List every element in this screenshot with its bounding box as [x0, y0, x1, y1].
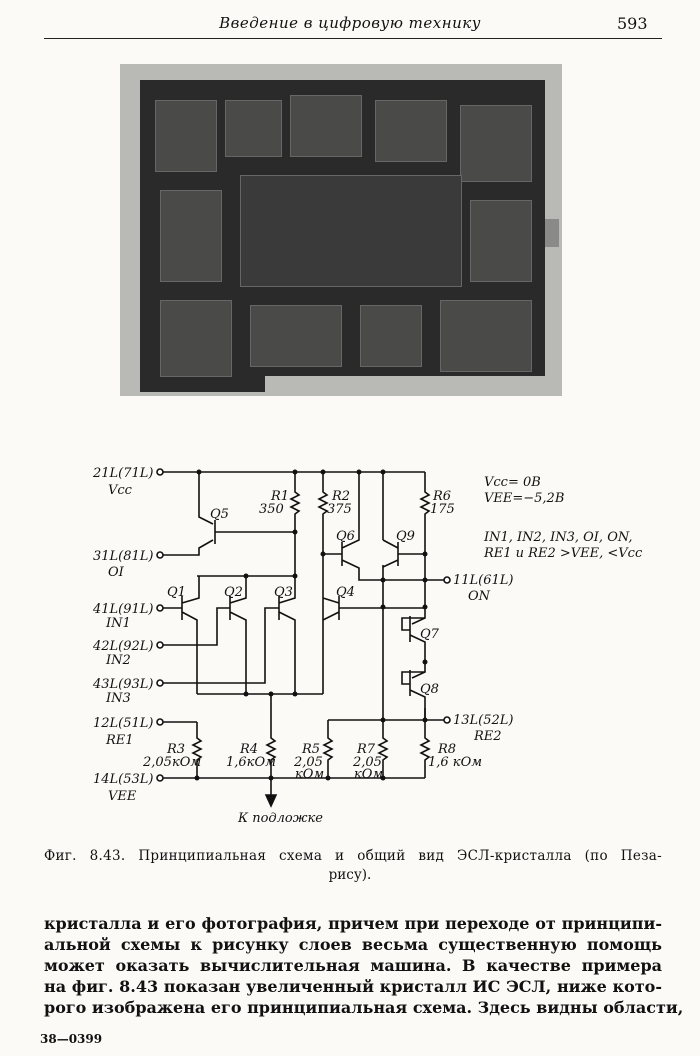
q5-label: Q5 [210, 507, 229, 522]
pin-in1-id: 41L(91L) [92, 602, 154, 617]
pin-vee-name: VEE [108, 789, 137, 804]
body-line: рого изображена его принципиальная схема… [44, 998, 684, 1017]
pin-oi-id: 31L(81L) [93, 549, 154, 564]
pin-vcc-name: Vcc [108, 483, 133, 498]
r2-label: R2 [331, 489, 350, 504]
running-header: Введение в цифровую технику [219, 14, 481, 32]
r7-value: 2,05 [352, 755, 382, 770]
pin-in1-name: IN1 [105, 616, 131, 631]
r8-value: 1,6 кОм [428, 755, 482, 770]
note-range: RE1 и RE2 >VEE, <Vcc [483, 546, 643, 561]
note-vee: VEE=−5,2B [484, 491, 564, 506]
r1-label: R1 [270, 489, 289, 504]
q6-label: Q6 [336, 529, 355, 544]
body-line: альной схемы к рисунку слоев весьма суще… [44, 935, 662, 954]
figure-caption-line2: рису). [328, 867, 372, 883]
pin-in2-name: IN2 [105, 653, 131, 668]
body-line: на фиг. 8.43 показан увеличенный кристал… [44, 977, 662, 996]
q4-label: Q4 [336, 585, 355, 600]
chip-die [140, 80, 545, 392]
figure-caption-line1: Фиг. 8.43. Принципиальная схема и общий … [44, 848, 662, 864]
substrate-label: К подложке [237, 811, 323, 826]
pin-re1-name: RE1 [105, 733, 134, 748]
printer-signature: 38—0399 [40, 1032, 103, 1046]
pin-re2-name: RE2 [473, 729, 502, 744]
r2-value: 375 [327, 502, 352, 517]
q3-label: Q3 [274, 585, 293, 600]
page-number: 593 [617, 14, 648, 33]
chip-photograph [120, 64, 562, 396]
q9-label: Q9 [396, 529, 415, 544]
r3-label: R3 [166, 742, 185, 757]
pin-re2-id: 13L(52L) [453, 713, 514, 728]
r7-label: R7 [356, 742, 376, 757]
body-text: кристалла и его фотография, причем при п… [44, 913, 684, 1018]
pin-in3-name: IN3 [105, 691, 131, 706]
pin-on-name: ON [468, 589, 491, 604]
q2-label: Q2 [224, 585, 243, 600]
r5-label: R5 [301, 742, 320, 757]
q7-label: Q7 [420, 627, 440, 642]
body-line: может оказать вычислительная машина. В к… [44, 956, 662, 975]
r1-value: 350 [259, 502, 284, 517]
pin-in3-id: 43L(93L) [92, 677, 154, 692]
r5-value: 2,05 [293, 755, 323, 770]
header-rule [44, 38, 662, 39]
note-signals: IN1, IN2, IN3, OI, ON, [483, 530, 633, 545]
pin-in2-id: 42L(92L) [92, 639, 154, 654]
r4-label: R4 [239, 742, 258, 757]
r8-label: R8 [437, 742, 456, 757]
r4-value: 1,6кОм [226, 755, 276, 770]
pin-vee-id: 14L(53L) [93, 772, 154, 787]
r5-unit: кОм [295, 767, 324, 782]
pin-re1-id: 12L(51L) [93, 716, 154, 731]
note-vcc: Vcc= 0B [484, 475, 541, 490]
pin-oi-name: OI [108, 565, 125, 580]
r7-unit: кОм [354, 767, 383, 782]
q8-label: Q8 [420, 682, 439, 697]
pin-on-id: 11L(61L) [453, 573, 514, 588]
r6-value: 175 [430, 502, 455, 517]
q1-label: Q1 [167, 585, 186, 600]
r3-value: 2,05кОм [142, 755, 201, 770]
pin-vcc-id: 21L(71L) [92, 466, 154, 481]
body-line: кристалла и его фотография, причем при п… [44, 914, 662, 933]
r6-label: R6 [432, 489, 451, 504]
